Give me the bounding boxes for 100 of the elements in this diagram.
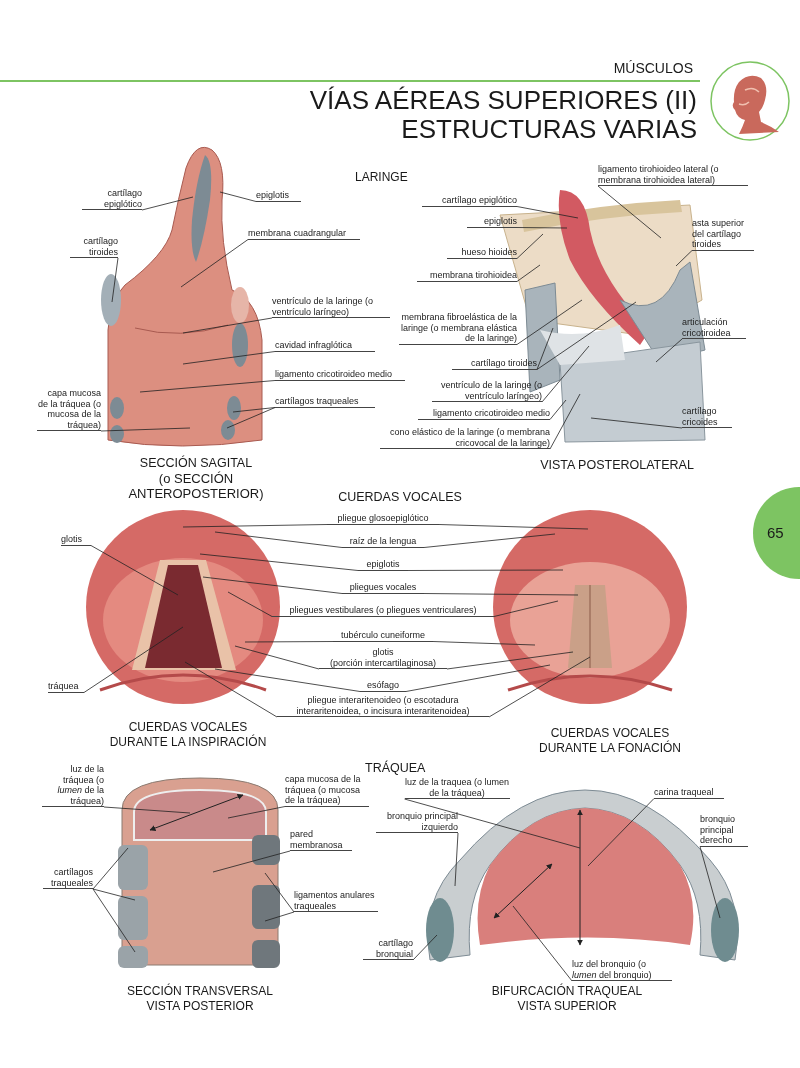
leader-line (423, 593, 579, 596)
leader-line (493, 600, 559, 617)
leader-line (512, 905, 573, 982)
leader-line (139, 380, 276, 393)
leader-line (516, 264, 541, 282)
category-label: MÚSCULOS (612, 61, 693, 76)
leader-label: bronquio principal izquierdo (376, 811, 458, 833)
leader-line (202, 576, 343, 594)
leader-label: cartílago epiglótico (82, 188, 142, 210)
leader-label: glotis (porción intercartilaginosa) (319, 647, 447, 669)
leader-line (180, 239, 249, 288)
leader-line (199, 553, 359, 571)
leader-line (90, 545, 179, 596)
leader-line (541, 345, 590, 403)
leader-label: pliegue interaritenoideo (o escotadura interaritenoidea, o incisura interaritenoidea) (277, 695, 489, 717)
leader-line (227, 806, 286, 819)
leader-label: luz de la traquea (o lumen de la tráquea) (404, 777, 510, 799)
leader-line (226, 407, 276, 429)
leader-label: bronquio principal derecho (700, 814, 748, 847)
leader-line (92, 888, 136, 901)
leader-line (219, 191, 257, 202)
leader-line (438, 524, 589, 530)
leader-line (590, 417, 683, 429)
leader-label: cono elástico de la laringe (o membrana cricovocal de la laringe) (380, 427, 550, 449)
view-caption: CUERDAS VOCALES DURANTE LA FONACIÓN (538, 726, 682, 756)
leader-line (214, 668, 361, 692)
leader-label: pliegue glosoepiglótico (327, 513, 439, 525)
leader-label: tubérculo cuneiforme (333, 630, 433, 642)
leader-label: esófago (360, 680, 406, 692)
leader-label: membrana cuadrangular (248, 228, 360, 240)
section-heading: LARINGE (355, 170, 409, 185)
leader-label: ligamento cricotiroideo medio (418, 408, 550, 420)
leader-line (232, 407, 276, 413)
leader-label: cartílagos traqueales (43, 867, 93, 889)
leader-line (407, 569, 564, 571)
leader-label: articulación cricotiroidea (682, 317, 746, 339)
leader-label: membrana fibroelástica de la laringe (o membrana elástica de la laringe) (399, 312, 517, 345)
leader-line (488, 656, 591, 718)
leader-label: ligamentos anulares traqueales (294, 890, 378, 912)
leader-line (516, 206, 579, 219)
leader-line (597, 185, 662, 239)
leader-line (212, 850, 291, 873)
leader-line (405, 664, 551, 692)
leader-line (103, 806, 191, 814)
leader-label: cartílagos traqueales (275, 396, 375, 408)
leader-label: luz de la tráquea (o lumen de la tráquea) (42, 764, 104, 807)
view-caption: SECCIÓN TRANSVERSAL VISTA POSTERIOR (126, 984, 274, 1014)
leader-label: epiglotis (467, 216, 517, 228)
view-caption: BIFURCACIÓN TRAQUEAL VISTA SUPERIOR (490, 984, 644, 1014)
leader-label: asta superior del cartílago tiroides (692, 218, 754, 251)
section-heading: CUERDAS VOCALES (337, 490, 463, 505)
view-caption: VISTA POSTEROLATERAL (539, 458, 695, 473)
leader-label: ventrículo de la laringe (o ventrículo laríngeo) (432, 380, 542, 402)
leader-line (83, 626, 184, 693)
view-caption: SECCIÓN SAGITAL (138, 456, 254, 471)
leader-label: pared membranosa (290, 829, 352, 851)
leader-line (536, 301, 637, 370)
leader-label: epiglotis (256, 190, 301, 202)
leader-label: cartílago epiglótico (422, 195, 517, 207)
leader-label: cartílago bronquial (363, 938, 413, 960)
leader-label: luz del bronquio (o lumen del bronquio) (572, 959, 672, 981)
leader-label: cartílago cricoides (682, 406, 732, 428)
leader-label: capa mucosa de la tráquea (o mucosa de la tráquea) (37, 388, 101, 431)
leader-label: membrana tirohioidea (417, 270, 517, 282)
section-heading: TRÁQUEA (365, 761, 427, 776)
leader-line (182, 351, 276, 365)
leader-line (184, 661, 278, 718)
leader-line (423, 533, 556, 548)
leader-label: pliegues vestibulares (o pliegues ventriculares) (272, 605, 494, 617)
leader-line (227, 591, 273, 617)
leader-line (536, 327, 554, 370)
leader-line (92, 847, 129, 890)
leader-line (516, 233, 544, 259)
leader-label: cartílago tiroides (452, 358, 537, 370)
leader-line (454, 832, 459, 887)
leader-line (432, 641, 536, 646)
leader-line (111, 257, 119, 303)
leader-line (404, 798, 581, 849)
leader-label: capa mucosa de la tráquea (o mucosa de la tráquea) (285, 774, 369, 807)
leader-label: cartílago tiroides (70, 236, 118, 258)
leader-line (549, 393, 581, 450)
leader-line (549, 399, 567, 420)
leader-label: tráquea (48, 681, 84, 693)
leader-label: raíz de la lengua (342, 536, 424, 548)
leader-label: epiglotis (358, 559, 408, 571)
leader-line (100, 427, 191, 432)
leader-label: ligamento cricotiroideo medio (275, 369, 405, 381)
leader-label: glotis (61, 534, 91, 546)
leader-line (587, 798, 655, 867)
leader-line (446, 651, 574, 670)
leader-label: hueso hioides (447, 247, 517, 259)
leader-line (92, 888, 136, 953)
leader-line (182, 524, 328, 528)
leader-label: carina traqueal (654, 787, 724, 799)
leader-line (234, 645, 320, 670)
leader-line (516, 227, 568, 229)
leader-line (264, 911, 295, 922)
page-title: VÍAS AÉREAS SUPERIORES (II) ESTRUCTURAS VARIAS (308, 86, 697, 144)
leader-line (412, 934, 438, 961)
page-number-tab: 65 (753, 487, 800, 579)
